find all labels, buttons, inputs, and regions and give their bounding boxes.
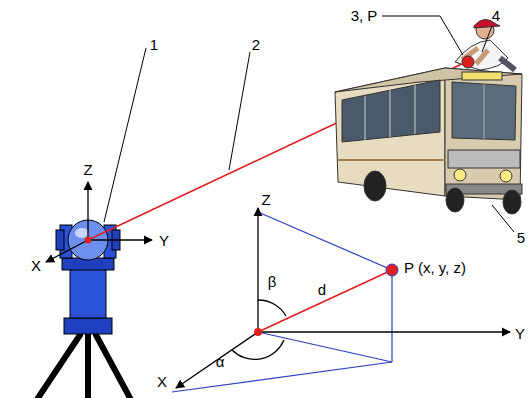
distance-label: d: [318, 282, 326, 299]
axis-label: X: [31, 258, 41, 275]
axis-label: Y: [515, 326, 525, 343]
axis-label: Z: [83, 162, 92, 179]
total-station: [56, 220, 120, 334]
axis-label: Y: [159, 233, 169, 250]
axis-label: Z: [261, 192, 270, 209]
leader-lines: [104, 16, 514, 232]
axis-label: X: [157, 374, 167, 391]
point-label: P (x, y, z): [404, 260, 466, 277]
callout-number: 4: [492, 8, 500, 25]
angle-label: α: [216, 354, 225, 371]
person-with-reflector: [455, 19, 515, 70]
angle-label: β: [268, 274, 277, 291]
tripod: [38, 335, 130, 398]
callout-number: 2: [252, 37, 260, 54]
callout-number: 3, P: [351, 8, 378, 25]
measuring-ray: [88, 62, 466, 240]
callout-number: 1: [150, 37, 158, 54]
callout-number: 5: [517, 230, 525, 247]
instrument-centre: [85, 237, 92, 244]
bus: [335, 68, 522, 214]
prism-point: [462, 56, 474, 68]
coordinate-diagram: [172, 208, 510, 392]
instrument-axes: [46, 182, 152, 262]
